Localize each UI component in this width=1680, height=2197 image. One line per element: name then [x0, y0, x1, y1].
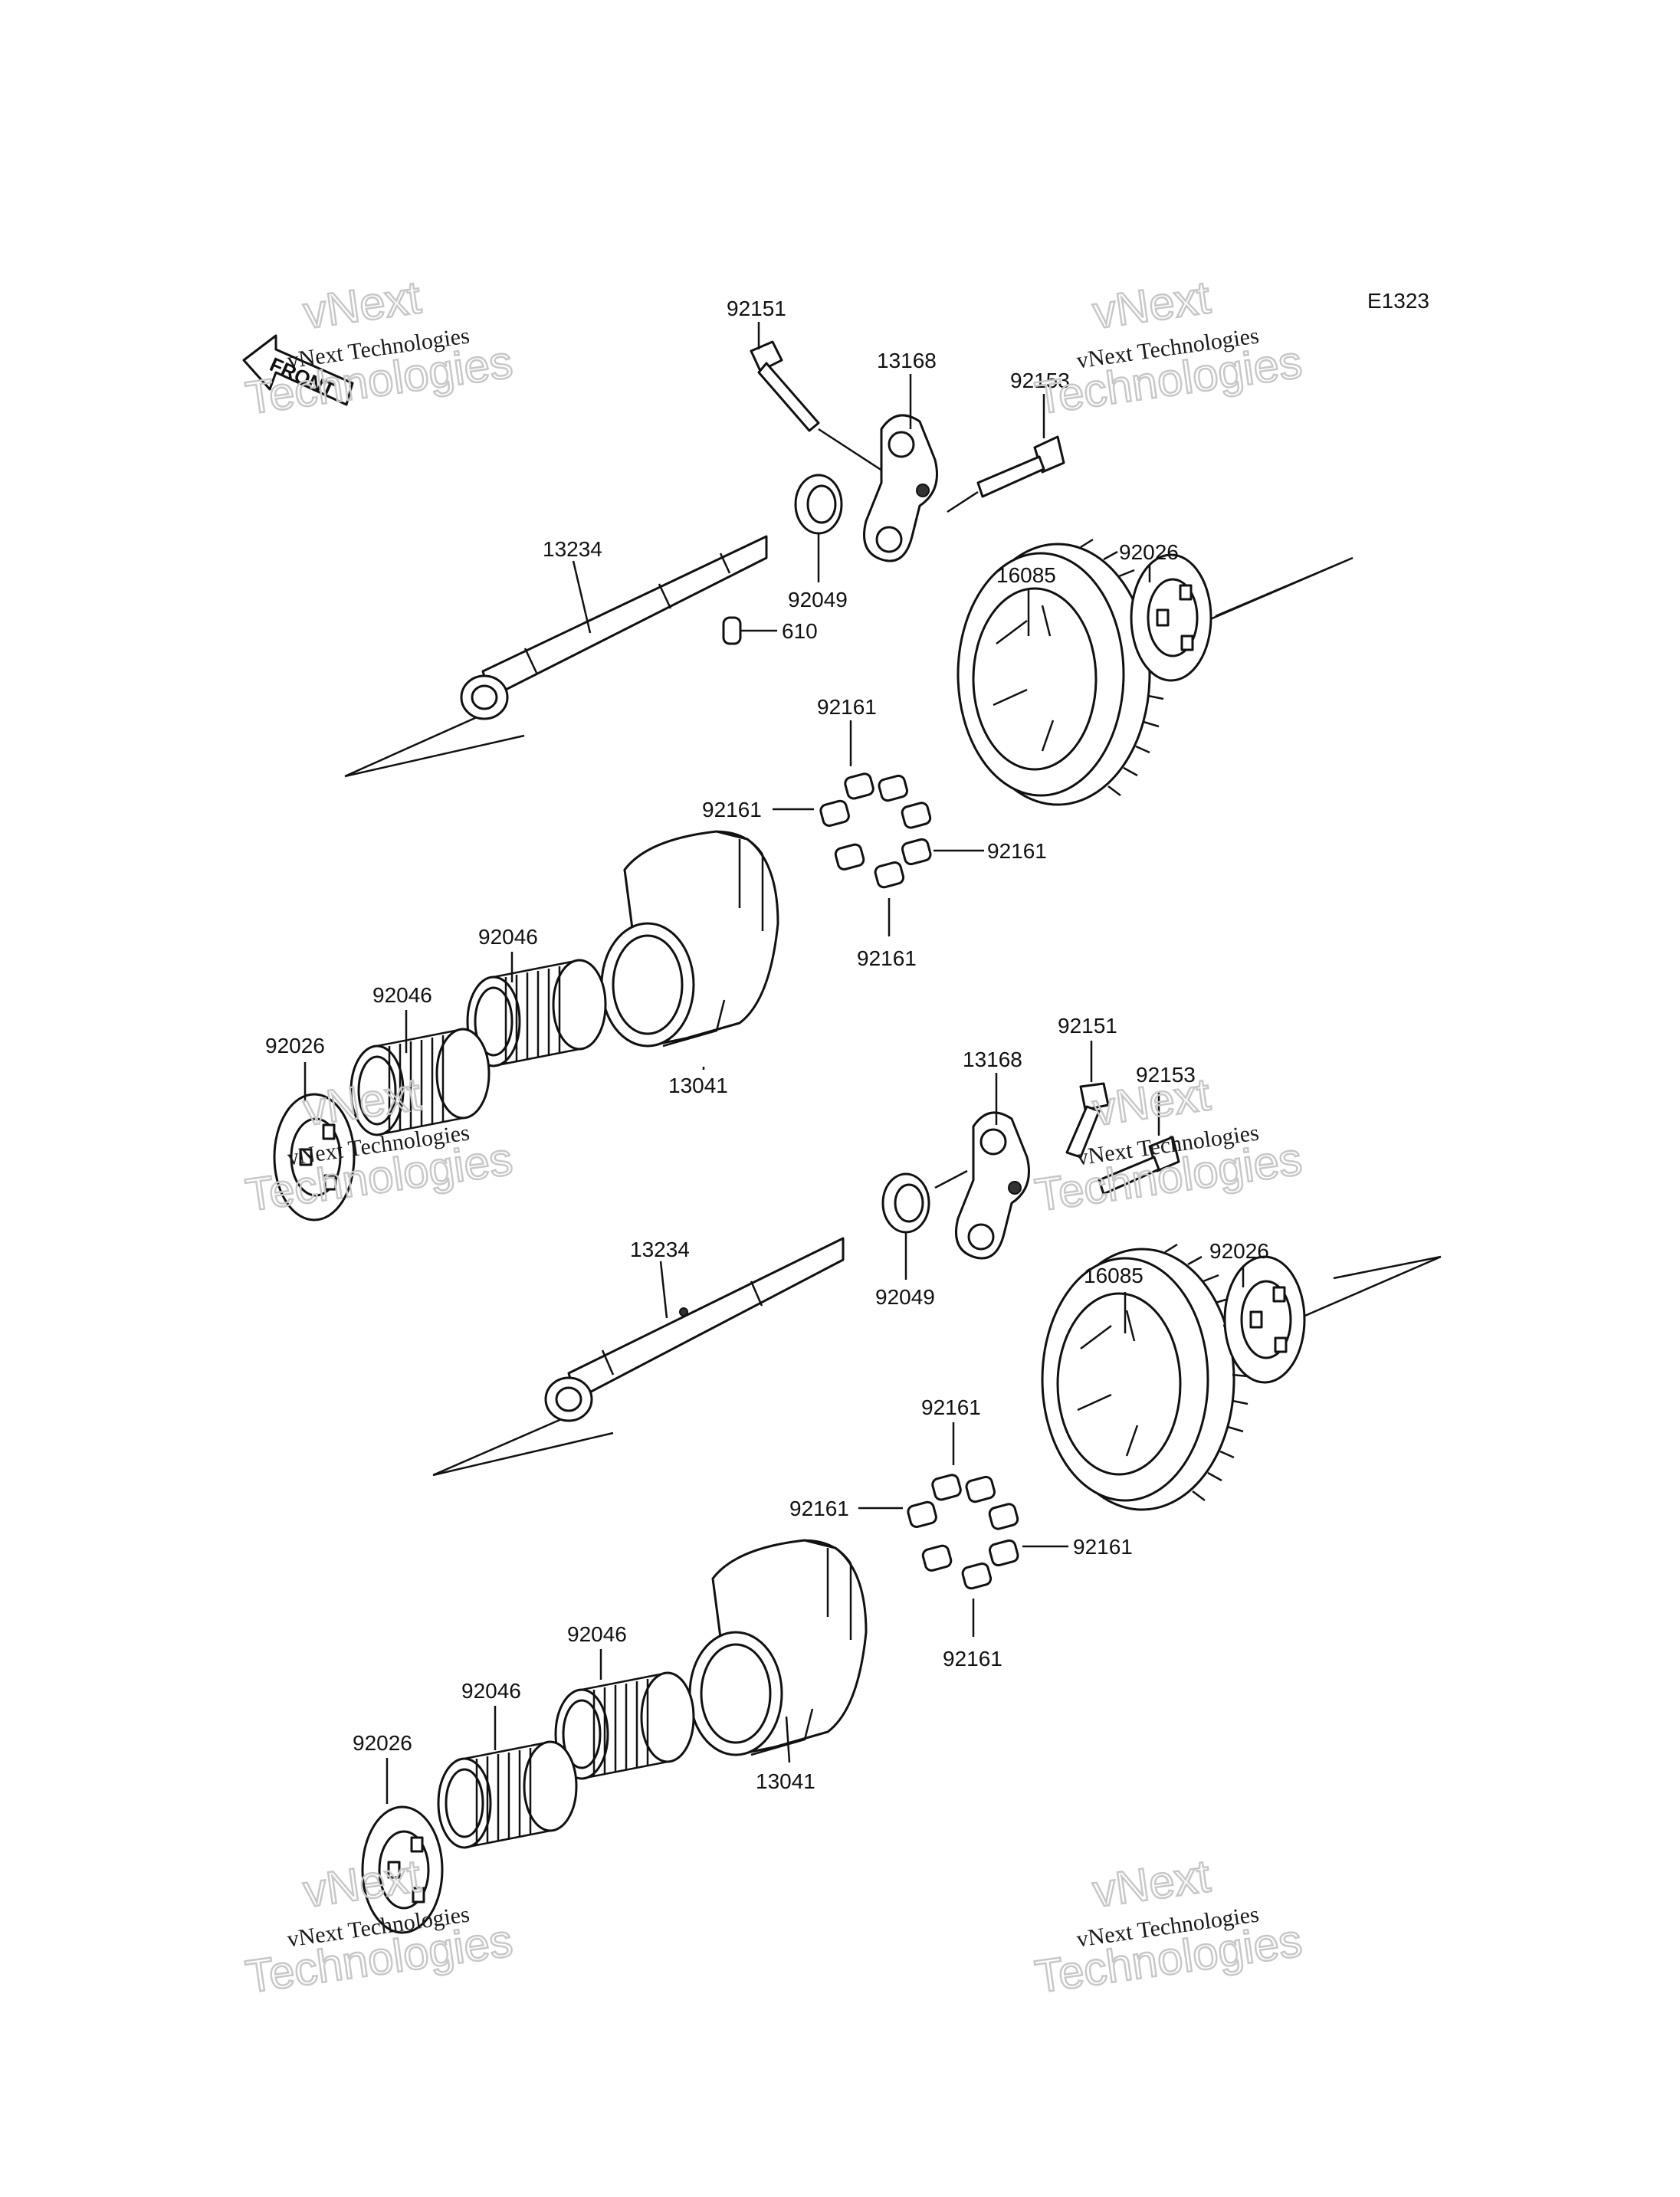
bolt-92151 — [750, 340, 885, 474]
watermark-line2: vNext — [300, 1068, 425, 1136]
seal-92049 — [794, 474, 843, 535]
part-label: 92049 — [875, 1285, 935, 1309]
upper-labels: 92151 13168 92153 13234 92049 610 16085 … — [265, 297, 1179, 1097]
bearing-92046 — [437, 1740, 578, 1849]
arm-13168 — [955, 1111, 1030, 1260]
part-label: 92153 — [1136, 1063, 1196, 1087]
part-label: 92151 — [727, 297, 786, 320]
part-label: 92161 — [943, 1647, 1002, 1671]
damper-92161 — [905, 1472, 1021, 1592]
clutch-13041 — [600, 830, 779, 1048]
bearing-92046 — [466, 959, 607, 1067]
damper-92161 — [818, 771, 934, 890]
watermark-line2: vNext — [300, 271, 425, 339]
part-label: 92161 — [987, 839, 1047, 863]
part-label: 92026 — [353, 1731, 412, 1755]
pin-610 — [722, 616, 742, 645]
part-label: 92153 — [1010, 369, 1070, 392]
part-label: 92161 — [789, 1497, 849, 1520]
part-label: 92161 — [921, 1395, 981, 1419]
shaft-13234 — [460, 535, 768, 720]
axis-line — [432, 1408, 614, 1477]
part-label: 13234 — [630, 1238, 690, 1261]
clutch-13041 — [688, 1539, 868, 1756]
lower-labels: 13168 92151 92153 13234 92049 16085 9202… — [353, 1014, 1269, 1793]
bearing-92046 — [554, 1671, 695, 1780]
part-label: 92046 — [461, 1679, 521, 1703]
part-label: 16085 — [996, 563, 1056, 587]
seal-92049 — [881, 1172, 930, 1234]
washer-92026 — [1130, 553, 1212, 682]
part-label: 92161 — [702, 798, 762, 821]
gear-16085 — [1041, 1243, 1249, 1511]
watermark: vNext vNext Technologies Technologies — [241, 1849, 517, 2004]
callout-leaders — [304, 322, 1245, 1804]
part-label: 92046 — [478, 925, 538, 949]
watermark-line2: vNext — [1090, 1068, 1214, 1136]
watermark-line2: vNext — [1090, 271, 1214, 339]
part-label: 92046 — [567, 1622, 627, 1646]
watermark: vNext vNext Technologies Technologies — [1031, 1849, 1306, 2004]
part-label: 92049 — [788, 588, 848, 612]
watermark: vNext vNext Technologies Technologies — [1031, 1067, 1306, 1222]
watermark: vNext vNext Technologies Technologies — [1031, 271, 1306, 425]
axis-line — [344, 710, 525, 778]
part-label: 13234 — [543, 537, 602, 561]
part-label: 92161 — [857, 946, 917, 970]
part-label: 13041 — [756, 1769, 815, 1793]
part-label: 13168 — [963, 1048, 1022, 1071]
part-label: 92151 — [1058, 1014, 1117, 1038]
diagram-code: E1323 — [1367, 289, 1429, 313]
part-label: 92026 — [265, 1034, 325, 1058]
part-label: 16085 — [1084, 1264, 1144, 1287]
part-label: 92026 — [1209, 1239, 1269, 1263]
bolt-92153 — [947, 435, 1065, 513]
arm-13168 — [863, 414, 938, 562]
bolt-92151 — [1065, 1082, 1110, 1159]
washer-92026 — [1223, 1255, 1306, 1384]
part-label: 92161 — [1073, 1535, 1133, 1559]
part-label: 610 — [782, 619, 818, 643]
part-label: 13041 — [668, 1074, 728, 1097]
part-label: 13168 — [877, 349, 937, 372]
part-label: 92161 — [817, 695, 877, 719]
axis-line — [1192, 556, 1354, 628]
part-label: 92026 — [1119, 540, 1179, 564]
watermark-line2: vNext — [1090, 1850, 1214, 1917]
bolt-92153 — [1098, 1136, 1180, 1195]
part-label: 92046 — [372, 983, 432, 1007]
shaft-13234 — [544, 1237, 845, 1422]
gear-16085 — [956, 538, 1165, 806]
